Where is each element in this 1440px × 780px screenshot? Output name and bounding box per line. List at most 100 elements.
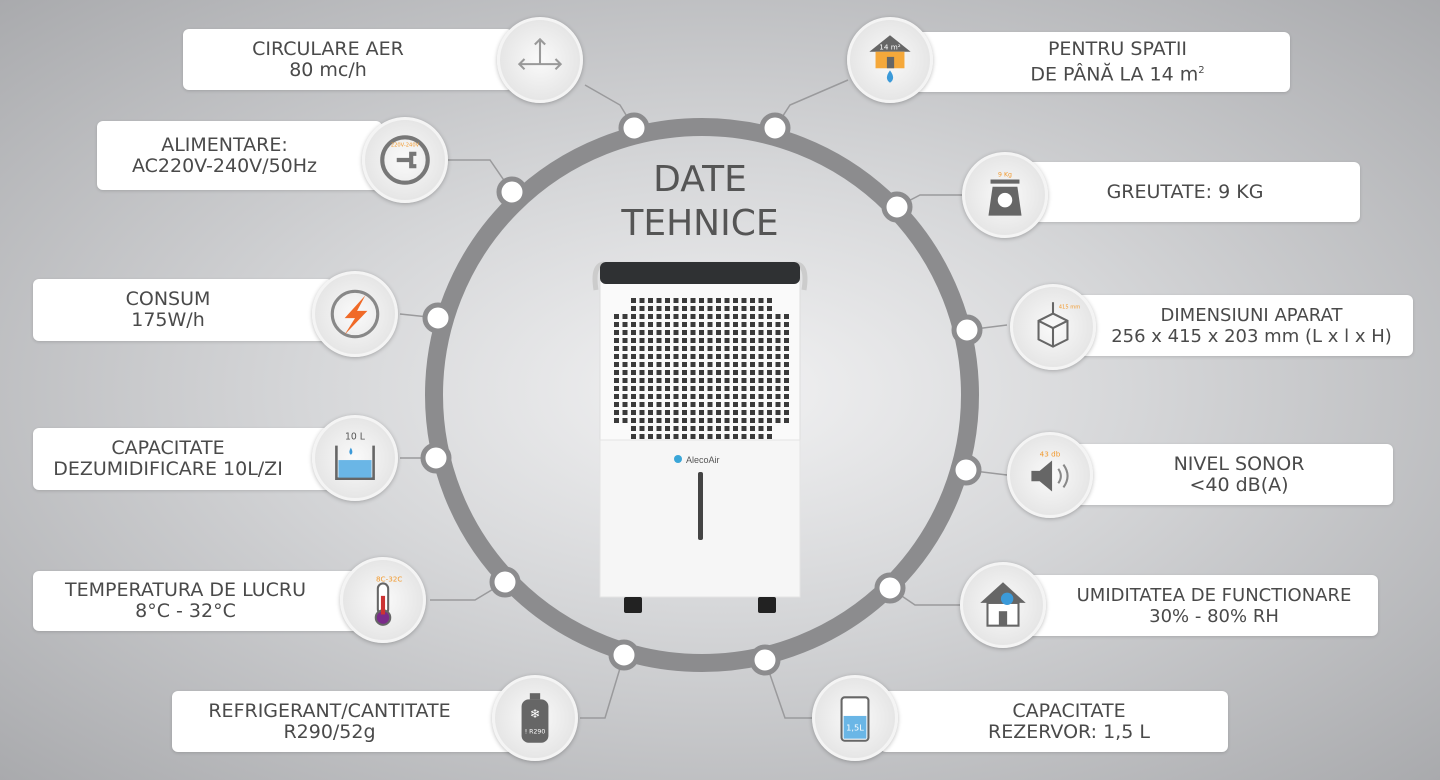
grille-hole [750,298,755,303]
grille-hole [707,418,713,423]
grille-hole [682,322,687,327]
grille-hole [656,346,662,351]
spec-value: REZERVOR: 1,5 L [988,720,1150,743]
grille-hole [741,426,747,431]
grille-hole [784,370,789,375]
spec-card-consumption: CONSUM 175W/h [33,279,333,341]
grille-hole [741,370,747,375]
grille-hole [767,386,772,391]
grille-hole [716,410,721,415]
grille-hole [622,346,628,351]
grille-hole [784,362,789,367]
grille-hole [639,434,645,439]
grille-hole [724,386,730,391]
grille-hole [665,434,670,439]
grille-hole [648,330,653,335]
grille-hole [665,426,670,431]
spec-label: CAPACITATE [111,437,225,459]
icon-text: 43 db [1040,449,1061,458]
page-title: DATE TEHNICE [560,158,840,246]
grille-hole [741,298,747,303]
grille-hole [673,402,679,407]
grille-hole [699,346,704,351]
grille-hole [750,378,755,383]
grille-hole [758,434,764,439]
grille-hole [707,394,713,399]
grille-hole [614,362,619,367]
grille-hole [648,338,653,343]
grille-hole [699,354,704,359]
grille-hole [665,370,670,375]
grille-hole [665,306,670,311]
grille-hole [741,354,747,359]
grille-hole [673,370,679,375]
grille-hole [775,346,781,351]
grille-hole [656,314,662,319]
grille-hole [741,434,747,439]
grille-hole [639,306,645,311]
grille-hole [767,418,772,423]
grille-hole [767,338,772,343]
grille-hole [622,354,628,359]
spec-value: <40 dB(A) [1189,473,1289,496]
grille-hole [656,306,662,311]
grille-hole [665,322,670,327]
grille-hole [648,314,653,319]
grille-hole [724,402,730,407]
grille-hole [699,298,704,303]
grille-hole [716,314,721,319]
spec-value: 8°C - 32°C [135,600,236,622]
icon-text: 14 m² [879,43,901,52]
icon-text: 10 L [345,431,366,442]
grille-hole [648,322,653,327]
grille-hole [690,418,696,423]
grille-hole [767,330,772,335]
grille-hole [758,410,764,415]
grille-hole [707,314,713,319]
spec-card-dehumidification: CAPACITATE DEZUMIDIFICARE 10L/ZI [33,428,333,490]
grille-hole [784,330,789,335]
grille-hole [622,410,628,415]
grille-hole [724,370,730,375]
grille-hole [733,306,738,311]
grille-hole [631,394,636,399]
grille-hole [784,346,789,351]
grille-hole [775,410,781,415]
grille-hole [775,394,781,399]
grille-hole [767,370,772,375]
grille-hole [775,314,781,319]
title-line1: DATE [653,159,747,200]
grille-hole [699,434,704,439]
spec-value: 175W/h [131,309,205,331]
grille-hole [673,298,679,303]
grille-hole [707,410,713,415]
grille-hole [784,314,789,319]
speaker-icon: 43 db [1007,432,1093,518]
grille-hole [648,298,653,303]
grille-hole [716,338,721,343]
grille-hole [741,322,747,327]
grille-hole [673,330,679,335]
grille-hole [648,394,653,399]
beaker-icon: 1,5L [812,675,898,761]
grille-hole [648,346,653,351]
grille-hole [682,386,687,391]
grille-hole [631,378,636,383]
grille-hole [716,330,721,335]
grille-hole [614,330,619,335]
grille-hole [758,346,764,351]
grille-hole [750,370,755,375]
grille-hole [750,322,755,327]
grille-hole [648,306,653,311]
grille-hole [750,402,755,407]
grille-hole [733,346,738,351]
grille-hole [622,370,628,375]
grille-hole [690,354,696,359]
grille-hole [682,418,687,423]
grille-hole [631,338,636,343]
grille-hole [690,338,696,343]
grille-hole [614,410,619,415]
grille-hole [648,362,653,367]
grille-hole [682,362,687,367]
grille-hole [716,386,721,391]
